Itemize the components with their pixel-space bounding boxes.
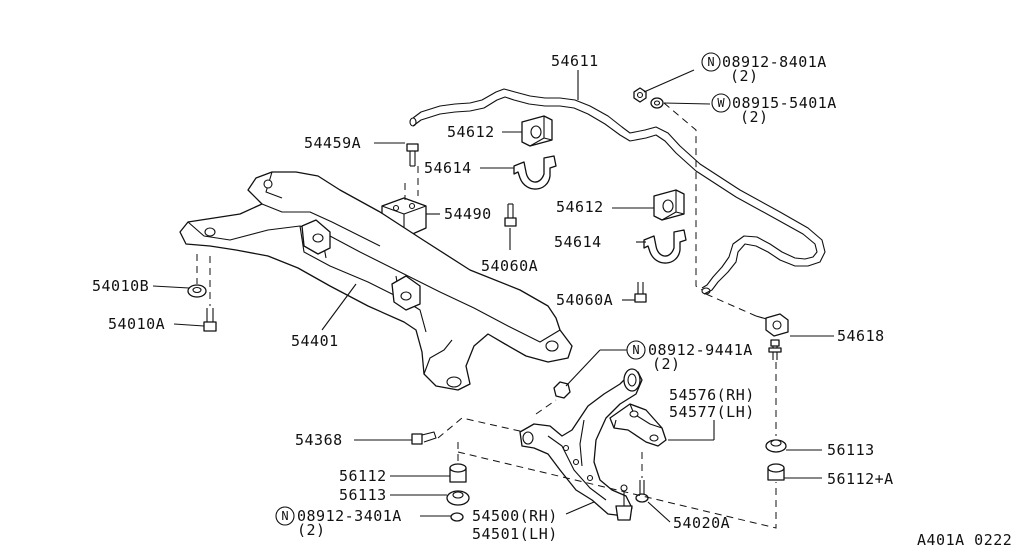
label-08912-8401a: 08912-8401A [722, 53, 827, 71]
label-54010a: 54010A [108, 315, 165, 333]
diagram-code: A401A 0222 [917, 531, 1012, 549]
label-54368: 54368 [295, 431, 343, 449]
bolt-54020a [635, 480, 649, 503]
label-54060a-upper: 54060A [481, 257, 538, 275]
bolt-54010a [203, 308, 217, 332]
label-54612-lower: 54612 [556, 198, 604, 216]
label-54020a: 54020A [673, 514, 730, 532]
label-54459a: 54459A [304, 134, 361, 152]
washer-marker-letter: W [717, 96, 725, 110]
clamp-upper [513, 155, 557, 190]
nut-marker-08912-9441a: N [626, 340, 646, 360]
bolt-54368 [411, 431, 437, 445]
washer-08915-5401a [650, 97, 664, 109]
nut-54010b [187, 284, 207, 298]
label-54060a-lower: 54060A [556, 291, 613, 309]
bushing-56112-left [449, 463, 467, 483]
bushing-56113-left [446, 490, 470, 506]
bolt-54459a [406, 143, 419, 167]
bushing-lower [653, 189, 685, 221]
label-54577-lh: 54577(LH) [669, 403, 755, 421]
label-54401: 54401 [291, 332, 339, 350]
bushing-upper [521, 115, 553, 147]
nut-08912-8401a [633, 87, 647, 103]
label-08912-3401a: 08912-3401A [297, 507, 402, 525]
lower-control-arm [519, 368, 643, 521]
label-08915-5401a-qty: (2) [740, 108, 769, 126]
nut-marker-letter: N [632, 343, 639, 357]
nut-marker-letter: N [281, 509, 288, 523]
stabilizer-link [755, 313, 789, 360]
assembly-lines [196, 102, 777, 529]
bushing-56113-right [765, 439, 787, 453]
label-08912-9441a: 08912-9441A [648, 341, 753, 359]
label-54490: 54490 [444, 205, 492, 223]
crossmember [179, 171, 573, 391]
part-labels: 54611 08912-8401A (2) 08915-5401A (2) 54… [92, 52, 1012, 549]
bolt-54060a-lower [634, 282, 647, 303]
nut-08912-3401a [450, 512, 464, 522]
nut-marker-letter: N [707, 55, 714, 69]
bushing-56112a-right [767, 463, 785, 481]
label-54500-rh: 54500(RH) [472, 507, 558, 525]
label-54501-lh: 54501(LH) [472, 525, 558, 543]
nut-marker-08912-8401a: N [701, 52, 721, 72]
label-56113-right: 56113 [827, 441, 875, 459]
washer-marker-08915-5401a: W [711, 93, 731, 113]
label-08912-9441a-qty: (2) [652, 355, 681, 373]
label-54010b: 54010B [92, 277, 149, 295]
bracket-54576 [609, 403, 667, 447]
label-54614-upper: 54614 [424, 159, 472, 177]
nut-marker-08912-3401a: N [275, 506, 295, 526]
label-54576-rh: 54576(RH) [669, 386, 755, 404]
leader-lines [152, 69, 834, 523]
bolt-54060a-upper [504, 203, 517, 227]
label-56112a: 56112+A [827, 470, 894, 488]
label-08912-8401a-qty: (2) [730, 67, 759, 85]
label-08912-3401a-qty: (2) [297, 521, 326, 539]
clamp-lower [643, 229, 687, 264]
label-56113-left: 56113 [339, 486, 387, 504]
label-08915-5401a: 08915-5401A [732, 94, 837, 112]
label-54612-upper: 54612 [447, 123, 495, 141]
label-54614-lower: 54614 [554, 233, 602, 251]
label-54611: 54611 [551, 52, 599, 70]
label-54618: 54618 [837, 327, 885, 345]
label-56112: 56112 [339, 467, 387, 485]
